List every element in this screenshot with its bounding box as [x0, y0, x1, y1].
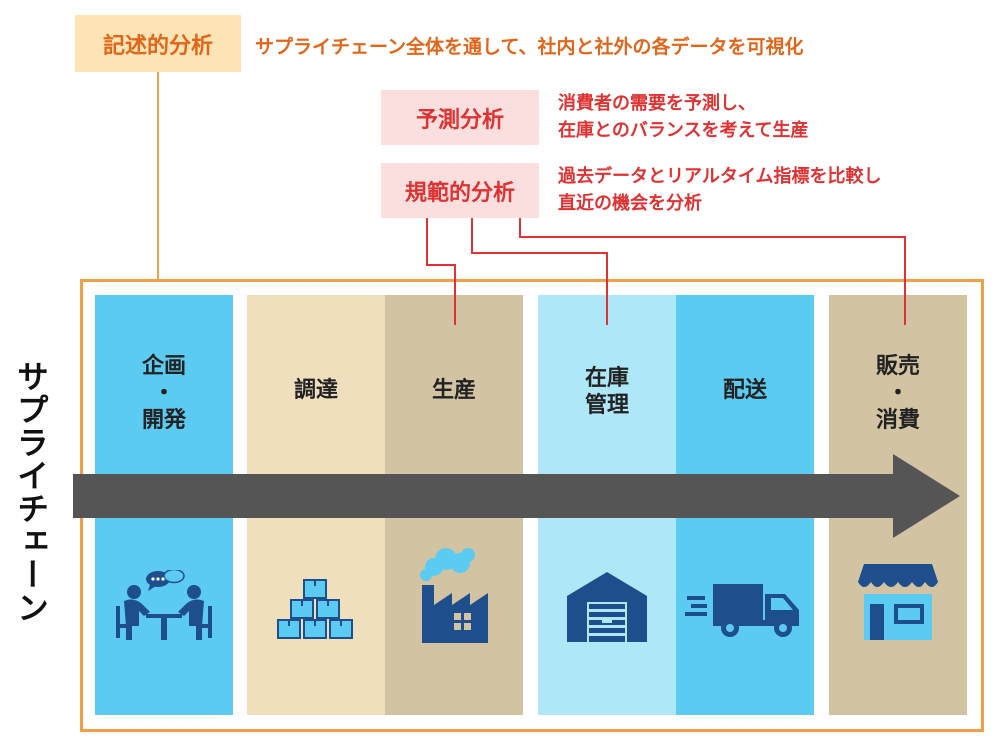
stage-delivery-name: 配送 [722, 378, 767, 403]
stage-name-line: ・ [886, 381, 909, 406]
factory-icon [420, 548, 488, 643]
stage-name-line: 管理 [584, 393, 629, 418]
prescriptive-connector-sales [519, 218, 906, 325]
predictive-text-line: 消費者の需要を予測し、 [558, 93, 756, 114]
stage-planning-name: 企画 ・ 開発 [95, 353, 233, 434]
boxes-icon [277, 579, 353, 639]
truck-icon [685, 584, 799, 637]
prescriptive-text-line: 直近の機会を分析 [558, 193, 702, 214]
descriptive-analysis-text: サプライチェーン全体を通して、社内と社外の各データを可視化 [255, 36, 804, 58]
supply-chain-label: サプライチェーン [12, 360, 50, 624]
stage-name-line: 在庫 [584, 366, 629, 391]
predictive-analysis-label: 予測分析 [381, 90, 539, 145]
stage-name-line: 開発 [141, 408, 186, 433]
descriptive-analysis-label: 記述的分析 [75, 15, 241, 72]
stage-inventory-name: 在庫 管理 [538, 365, 676, 419]
prescriptive-text-line: 過去データとリアルタイム指標を比較し [558, 166, 882, 187]
stage-production-name: 生産 [431, 378, 476, 403]
prescriptive-connector-inventory [471, 218, 608, 325]
meeting-icon [116, 570, 212, 640]
stage-procurement-name: 調達 [293, 378, 338, 403]
stage-name-line: 販売 [875, 354, 920, 379]
warehouse-icon [567, 572, 647, 642]
supply-chain-arrow [73, 454, 960, 538]
prescriptive-connector-production [426, 218, 456, 325]
store-icon [858, 564, 938, 640]
prescriptive-analysis-label: 規範的分析 [381, 163, 539, 218]
stage-name-line: ・ [152, 381, 175, 406]
prescriptive-analysis-text: 過去データとリアルタイム指標を比較し 直近の機会を分析 [558, 163, 881, 217]
stage-name-line: 企画 [141, 354, 186, 379]
stage-sales-name: 販売 ・ 消費 [829, 353, 967, 434]
stage-name-line: 消費 [875, 408, 920, 433]
predictive-analysis-text: 消費者の需要を予測し、 在庫とのバランスを考えて生産 [558, 90, 809, 144]
predictive-text-line: 在庫とのバランスを考えて生産 [558, 120, 809, 141]
